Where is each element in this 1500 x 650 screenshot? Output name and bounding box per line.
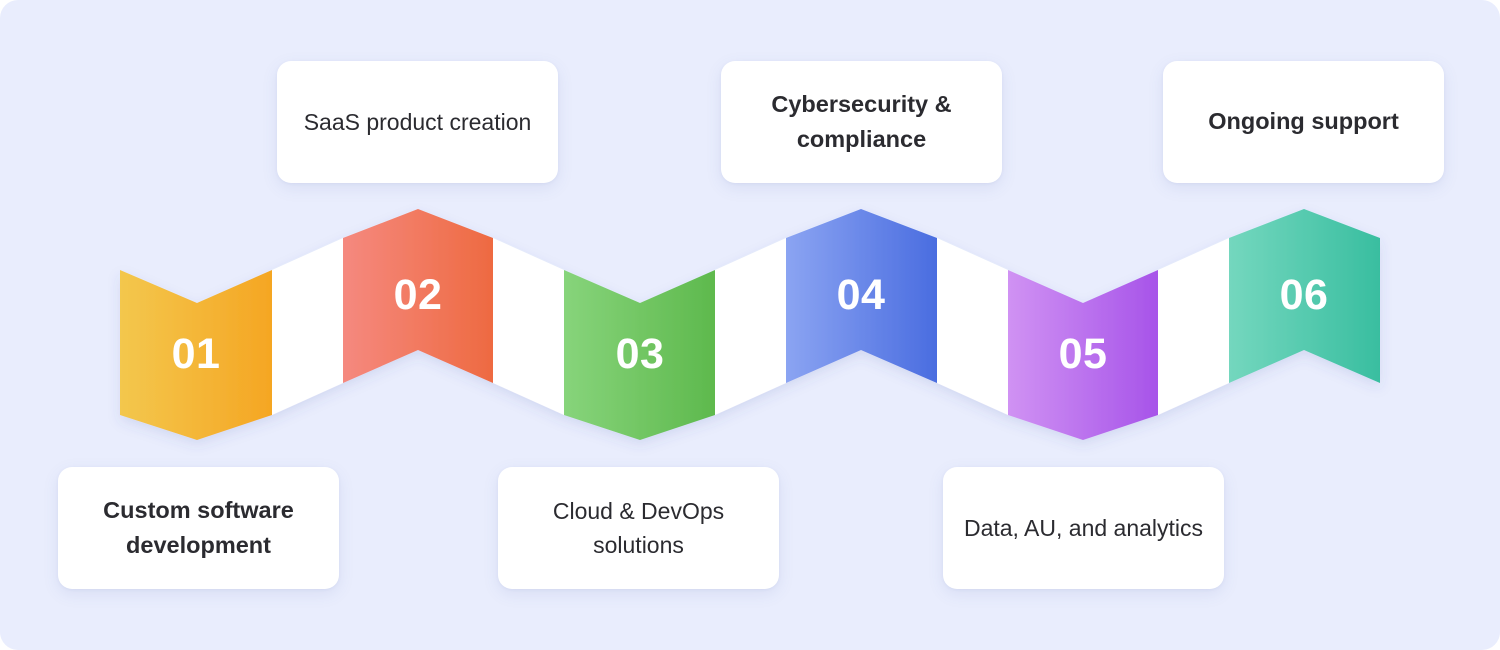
label-card-step-04-text: Cybersecurity & compliance <box>771 90 952 152</box>
label-card-step-04[interactable]: Cybersecurity & compliance <box>721 61 1002 183</box>
band-spacer-3 <box>715 238 786 415</box>
label-card-step-05[interactable]: Data, AU, and analytics <box>943 467 1224 589</box>
label-card-step-02[interactable]: SaaS product creation <box>277 61 558 183</box>
label-card-step-03[interactable]: Cloud & DevOps solutions <box>498 467 779 589</box>
step-number-04: 04 <box>836 271 886 319</box>
step-number-02: 02 <box>393 271 443 319</box>
band-spacer-5 <box>1158 238 1229 415</box>
label-card-step-05-text: Data, AU, and analytics <box>963 514 1204 541</box>
band-spacer-4 <box>937 238 1008 415</box>
label-card-step-02-text: SaaS product creation <box>303 108 532 135</box>
step-number-06: 06 <box>1279 271 1329 319</box>
label-card-step-01[interactable]: Custom software development <box>58 467 339 589</box>
step-number-05: 05 <box>1058 330 1108 378</box>
label-card-step-03-text: Cloud & DevOps solutions <box>552 497 725 559</box>
band-spacer-1 <box>272 238 343 415</box>
label-card-step-06[interactable]: Ongoing support <box>1163 61 1444 183</box>
band-spacer-2 <box>493 238 564 415</box>
step-number-03: 03 <box>615 330 665 378</box>
label-card-step-01-text: Custom software development <box>103 496 294 558</box>
label-card-step-06-text: Ongoing support <box>1208 108 1399 135</box>
step-number-01: 01 <box>171 330 221 378</box>
